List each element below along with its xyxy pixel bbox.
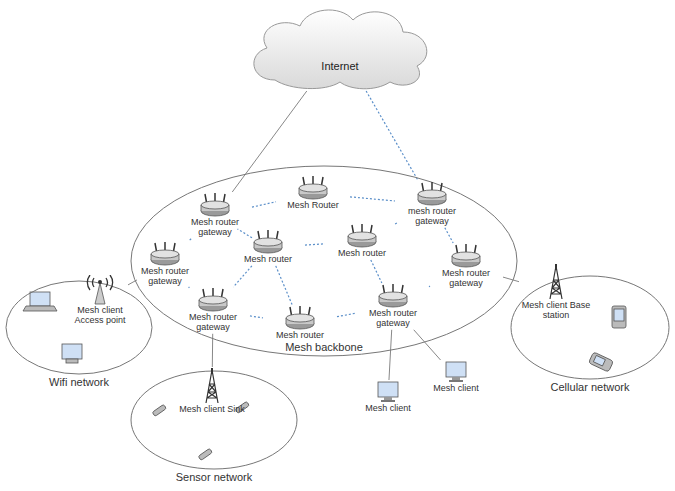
client-icon: [202, 368, 222, 404]
client-icon: [546, 264, 566, 300]
mesh-client: Mesh client Access point: [64, 275, 136, 326]
cellular-phone: [588, 352, 613, 372]
mesh-router: Mesh router gateway: [430, 244, 502, 289]
client-icon: [85, 275, 115, 305]
cloud-outline: [245, 2, 435, 90]
wireless-link: [337, 313, 356, 316]
region-outline: [5, 280, 153, 375]
sensor-devices: [152, 401, 249, 460]
wired-link: [232, 91, 307, 192]
client-icon: [444, 361, 468, 383]
mesh-client: Mesh client Base station: [520, 264, 592, 321]
router-icon: [378, 284, 408, 308]
router-label: mesh router gateway: [396, 207, 468, 227]
router-icon: [253, 230, 283, 254]
router-icon: [417, 182, 447, 206]
wifi-laptop: [23, 292, 57, 311]
mesh-router: Mesh router: [326, 224, 398, 259]
wifi-desktop: [62, 344, 82, 363]
mesh-client: Mesh client Sink: [176, 368, 248, 415]
wireless-link: [250, 316, 263, 318]
client-label: Mesh client Base station: [520, 301, 592, 321]
router-label: Mesh router gateway: [177, 313, 249, 333]
mesh-router: mesh router gateway: [396, 182, 468, 227]
backbone-region: Mesh backbone Mesh router gateway Mesh Rou…: [130, 165, 518, 357]
wireless-link: [252, 202, 276, 207]
mesh-router: Mesh router gateway: [177, 288, 249, 333]
wired-link: [503, 277, 519, 282]
mesh-client: Mesh client: [352, 381, 424, 414]
mesh-router: Mesh router: [232, 230, 304, 265]
router-label: Mesh router: [232, 255, 304, 265]
wireless-link: [189, 239, 191, 241]
network-label: Sensor network: [130, 471, 298, 483]
client-icon: [376, 381, 400, 403]
mesh-router: Mesh router gateway: [357, 284, 429, 329]
region-outline: [510, 275, 670, 380]
router-icon: [150, 242, 180, 266]
wireless-link: [233, 266, 251, 287]
wireless-link: [305, 244, 325, 245]
client-label: Mesh client Sink: [176, 405, 248, 415]
mesh-client: Mesh client: [420, 361, 492, 394]
mesh-router: Mesh router: [264, 306, 336, 341]
router-icon: [198, 288, 228, 312]
wireless-link: [445, 228, 453, 243]
wireless-link: [371, 260, 382, 283]
network-region: Wifi network Mesh client Access point: [5, 280, 153, 391]
wired-link: [389, 330, 392, 380]
wireless-link: [276, 266, 292, 305]
wireless-link: [366, 91, 418, 181]
region-label: Mesh backbone: [130, 341, 518, 353]
router-label: Mesh router: [264, 331, 336, 341]
client-label: Mesh client Access point: [64, 306, 136, 326]
client-label: Mesh client: [420, 384, 492, 394]
mesh-router: Mesh router gateway: [129, 242, 201, 287]
client-label: Mesh client: [352, 404, 424, 414]
wireless-link: [238, 229, 252, 238]
router-icon: [285, 306, 315, 330]
wireless-link: [188, 286, 190, 288]
router-label: Mesh router gateway: [179, 218, 251, 238]
network-region: Sensor network Mesh client Sink: [130, 370, 298, 486]
wired-link: [414, 330, 441, 360]
router-label: Mesh router: [326, 249, 398, 259]
router-icon: [200, 193, 230, 217]
cloud-label: Internet: [245, 60, 435, 72]
network-region: Cellular network Mesh client Base station: [510, 275, 670, 396]
wireless-link: [429, 286, 430, 288]
router-icon: [451, 244, 481, 268]
router-label: Mesh router gateway: [357, 309, 429, 329]
mesh-router: Mesh router gateway: [179, 193, 251, 238]
internet-cloud: Internet: [245, 2, 435, 90]
wireless-link: [395, 222, 397, 224]
router-label: Mesh Router: [277, 201, 349, 211]
network-label: Cellular network: [510, 381, 670, 393]
router-icon: [347, 224, 377, 248]
router-label: Mesh router gateway: [430, 269, 502, 289]
wireless-link: [350, 197, 395, 201]
router-label: Mesh router gateway: [129, 267, 201, 287]
network-label: Wifi network: [5, 376, 153, 388]
cellular-pda: [612, 306, 626, 328]
mesh-router: Mesh Router: [277, 176, 349, 211]
router-icon: [298, 176, 328, 200]
